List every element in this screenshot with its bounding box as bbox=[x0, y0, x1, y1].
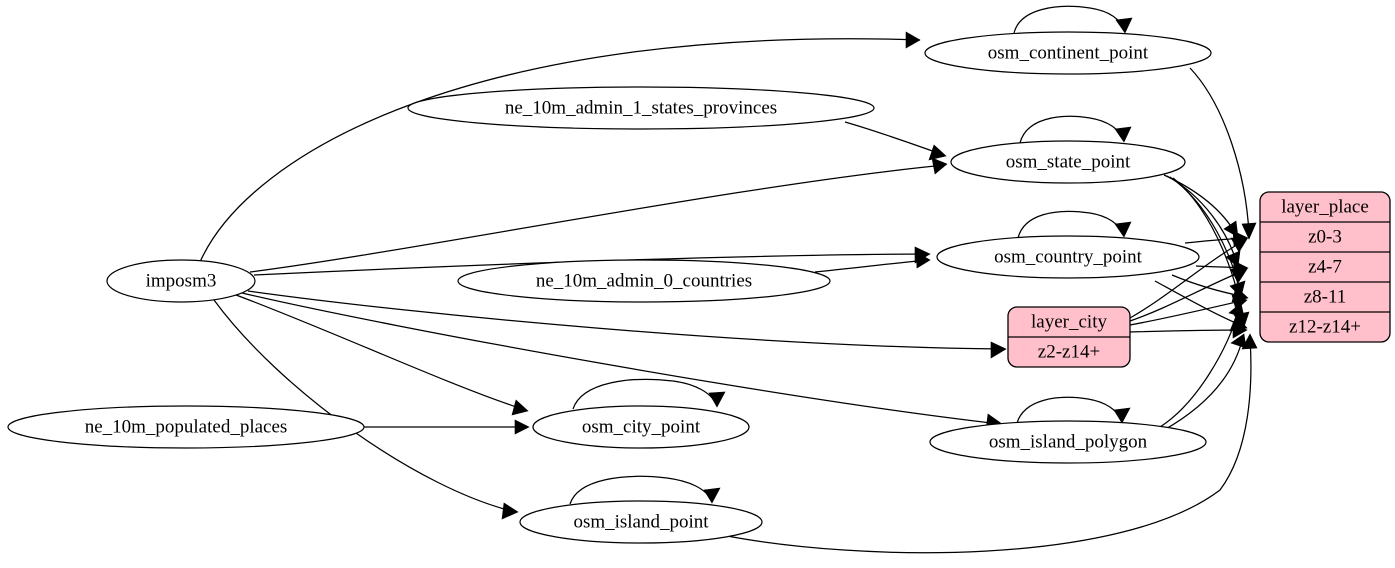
edge-imposm3-to-osm_continent_point bbox=[199, 31, 921, 263]
self-loop-osm_island_point bbox=[569, 475, 721, 505]
edge-imposm3-to-osm_state_point bbox=[249, 157, 948, 273]
node-ne_populated-label: ne_10m_populated_places bbox=[85, 416, 288, 437]
record-layer_city-row-z2-z14plus[interactable]: z2-z14+ bbox=[1038, 341, 1100, 362]
node-osm_state_point-label: osm_state_point bbox=[1006, 151, 1131, 172]
nodes-layer: imposm3 ne_10m_admin_1_states_provinces … bbox=[7, 31, 1212, 544]
node-osm_country_point[interactable]: osm_country_point bbox=[936, 235, 1200, 279]
node-osm_island_point[interactable]: osm_island_point bbox=[519, 500, 763, 544]
edge-osm_island_polygon-to-layer_place-z8-11 bbox=[1159, 302, 1245, 428]
edge-osm_state_point-to-layer_place-z0-3 bbox=[1163, 174, 1239, 238]
node-ne_10m_populated_places[interactable]: ne_10m_populated_places bbox=[7, 405, 365, 449]
edge-osm_island_point-to-layer_place-z12-z14+ bbox=[721, 333, 1258, 554]
node-ne_countries-label: ne_10m_admin_0_countries bbox=[536, 270, 752, 291]
records-layer: layer_place z0-3 z4-7 z8-11 z12-z14+ lay… bbox=[1007, 191, 1391, 368]
self-loop-osm_island_polygon bbox=[1016, 396, 1131, 424]
edge-imposm3-to-osm_city_point bbox=[235, 294, 529, 416]
node-imposm3-label: imposm3 bbox=[146, 270, 217, 291]
node-osm_city_point-label: osm_city_point bbox=[582, 416, 701, 437]
node-osm_continent_point[interactable]: osm_continent_point bbox=[924, 31, 1212, 75]
record-layer_place-row-z0-3[interactable]: z0-3 bbox=[1308, 226, 1342, 247]
record-layer_place-row-z4-7[interactable]: z4-7 bbox=[1308, 256, 1342, 277]
edge-ne_populated-to-osm_city_point bbox=[364, 419, 530, 435]
self-loop-osm_city_point bbox=[572, 378, 726, 410]
self-loop-osm_state_point bbox=[1019, 115, 1132, 144]
edge-layer_city-to-layer_place-z4-7 bbox=[1129, 268, 1248, 322]
node-osm_island_point-label: osm_island_point bbox=[573, 511, 709, 532]
edge-ne_states-to-osm_state_point bbox=[844, 121, 947, 161]
record-layer_place-row-z8-11[interactable]: z8-11 bbox=[1304, 286, 1347, 307]
node-imposm3[interactable]: imposm3 bbox=[106, 259, 256, 303]
node-ne_10m_admin_0_countries[interactable]: ne_10m_admin_0_countries bbox=[457, 259, 831, 303]
self-loop-osm_country_point bbox=[1017, 210, 1132, 239]
node-osm_continent_point-label: osm_continent_point bbox=[988, 42, 1149, 63]
node-osm_city_point[interactable]: osm_city_point bbox=[532, 405, 750, 449]
node-osm_island_polygon[interactable]: osm_island_polygon bbox=[929, 420, 1207, 464]
record-layer_place-row-z12-z14plus[interactable]: z12-z14+ bbox=[1289, 316, 1361, 337]
edge-ne_countries-to-osm_country_point bbox=[814, 251, 931, 273]
node-ne_states-label: ne_10m_admin_1_states_provinces bbox=[505, 97, 777, 118]
record-layer_place-title: layer_place bbox=[1281, 196, 1369, 217]
edge-osm_continent_point-to-layer_place-z0-3 bbox=[1189, 67, 1257, 240]
record-layer_city-title: layer_city bbox=[1031, 311, 1107, 332]
node-osm_country_point-label: osm_country_point bbox=[994, 246, 1142, 267]
edge-layer_city-to-layer_place-z0-3 bbox=[1129, 237, 1248, 319]
record-layer_city[interactable]: layer_city z2-z14+ bbox=[1007, 306, 1131, 368]
record-layer_place[interactable]: layer_place z0-3 z4-7 z8-11 z12-z14+ bbox=[1259, 191, 1391, 343]
self-loop-osm_continent_point bbox=[1013, 5, 1133, 34]
edge-osm_island_polygon-to-layer_place-z12-z14+ bbox=[1163, 333, 1247, 431]
node-osm_state_point[interactable]: osm_state_point bbox=[950, 140, 1186, 184]
edge-imposm3-to-layer_city bbox=[247, 290, 1007, 359]
node-ne_10m_admin_1_states_provinces[interactable]: ne_10m_admin_1_states_provinces bbox=[407, 86, 875, 130]
edges-layer bbox=[199, 5, 1258, 554]
edge-layer_city-to-layer_place-z12-z14+ bbox=[1129, 322, 1248, 339]
node-osm_island_polygon-label: osm_island_polygon bbox=[989, 431, 1148, 452]
